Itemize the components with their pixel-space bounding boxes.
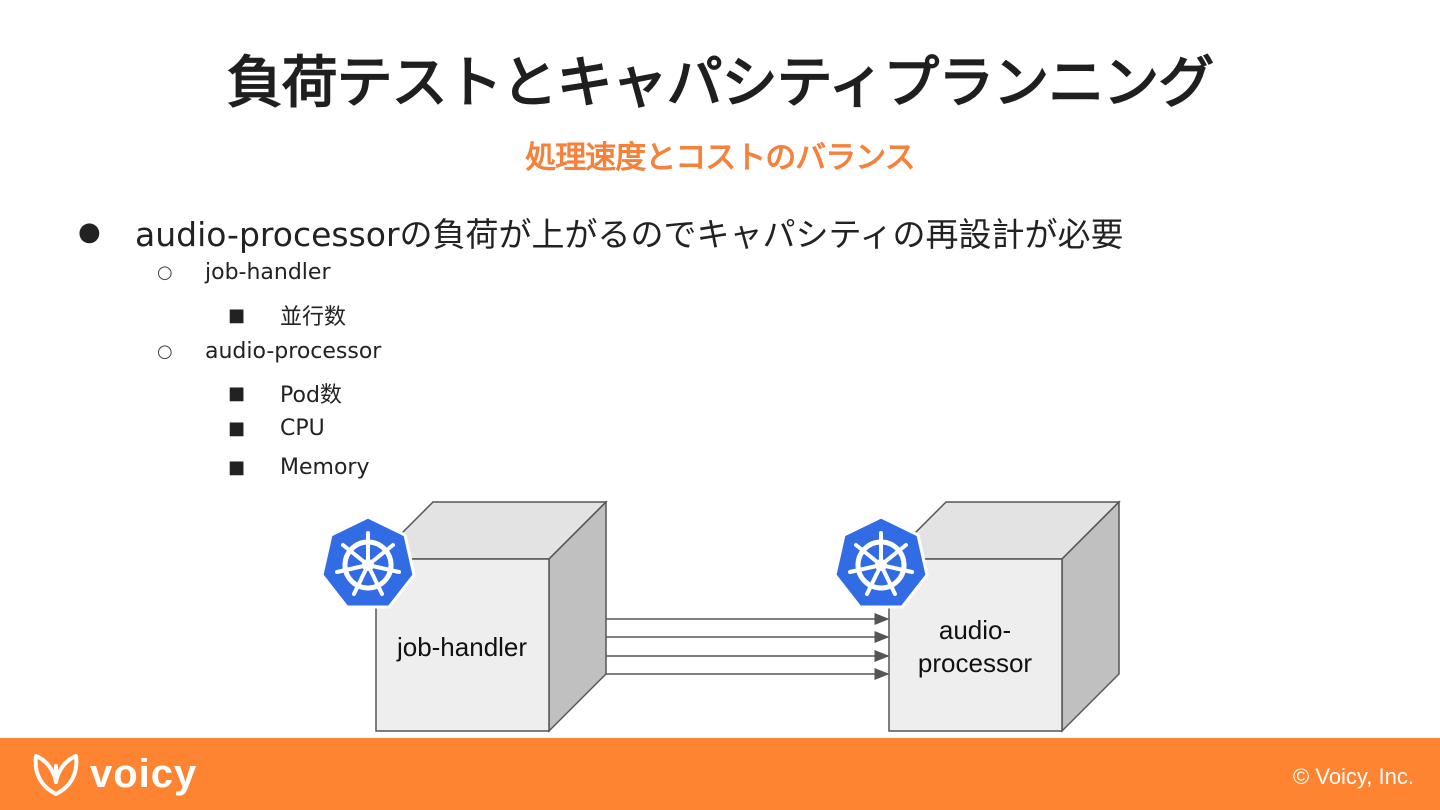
- detail-bullet: ■ CPU: [228, 416, 325, 441]
- sub-bullet-text: audio-processor: [205, 339, 382, 364]
- audio-processor-label-line1: audio-: [939, 615, 1011, 645]
- sub-bullet-job-handler: ○ job-handler: [157, 260, 331, 285]
- kubernetes-icon: [835, 517, 927, 607]
- detail-bullet: ■ Memory: [228, 455, 369, 480]
- bullet-symbol: ○: [157, 262, 173, 283]
- voicy-logo: voicy: [30, 750, 197, 798]
- audio-processor-box: audio- processor: [887, 500, 1121, 733]
- sub-bullet-text: job-handler: [205, 260, 331, 285]
- bullet-symbol: ●: [78, 217, 101, 247]
- footer-bar: voicy © Voicy, Inc.: [0, 738, 1440, 810]
- main-bullet-text: audio-processorの負荷が上がるのでキャパシティの再設計が必要: [135, 215, 1124, 254]
- bullet-symbol: ■: [228, 382, 246, 404]
- copyright-text: © Voicy, Inc.: [1293, 764, 1414, 789]
- detail-bullet-text: Pod数: [280, 383, 342, 408]
- bullet-symbol: ■: [228, 304, 246, 326]
- job-handler-label: job-handler: [396, 632, 527, 662]
- slide-title: 負荷テストとキャパシティプランニング: [226, 51, 1215, 116]
- sub-bullet-audio-processor: ○ audio-processor: [157, 339, 381, 364]
- detail-bullet-text: CPU: [280, 416, 325, 441]
- detail-bullet-text: Memory: [280, 455, 370, 480]
- request-arrows: [606, 613, 890, 680]
- bullet-symbol: ○: [157, 341, 173, 362]
- bullet-symbol: ■: [228, 457, 246, 478]
- slide-subtitle: 処理速度とコストのバランス: [525, 140, 915, 176]
- detail-bullet-text: 並行数: [280, 305, 347, 330]
- architecture-diagram: job-handler audio- processor: [0, 500, 1121, 733]
- detail-bullet: ■ Pod数: [228, 377, 342, 409]
- detail-bullet: ■ 並行数: [228, 299, 346, 331]
- job-handler-box: job-handler: [374, 500, 608, 733]
- brand-name: voicy: [90, 751, 198, 796]
- bullet-symbol: ■: [228, 418, 246, 439]
- voicy-leaf-icon: [33, 754, 79, 796]
- kubernetes-icon: [322, 517, 414, 607]
- audio-processor-label-line2: processor: [918, 648, 1032, 678]
- main-bullet: ● audio-processorの負荷が上がるのでキャパシティの再設計が必要: [78, 208, 1124, 256]
